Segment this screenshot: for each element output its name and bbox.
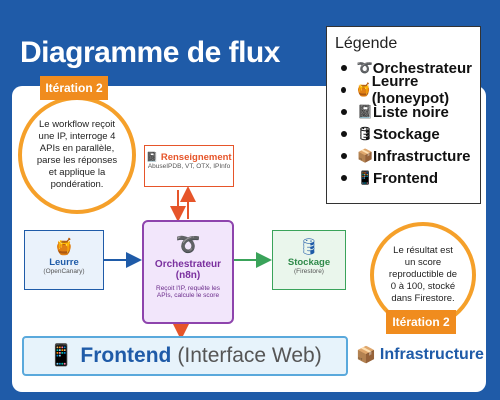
loop-icon: ➰ [356,60,373,75]
database-icon: 🛢 [357,126,374,141]
node-stockage-sub: (Firestore) [294,268,324,275]
legend: Légende ➰ Orchestrateur 🍯 Leurre (honeyp… [326,26,481,204]
legend-label: Frontend [373,169,438,187]
legend-label: Leurre (honeypot) [371,73,450,107]
bullet-icon [341,175,347,181]
iteration-badge-right: Itération 2 [386,310,456,334]
node-stockage-label: Stockage [287,257,331,268]
node-stockage: 🛢 Stockage (Firestore) [272,230,346,290]
node-renseignement-label: Renseignement [160,152,232,163]
bullet-icon [341,131,347,137]
note-circle-left: Le workflow reçoit une IP, interroge 4 A… [18,96,136,214]
legend-label: Stockage [373,125,440,143]
legend-item-leurre: 🍯 Leurre (honeypot) [335,73,472,107]
notebook-icon: 📓 [357,104,374,119]
bullet-icon [341,65,347,71]
database-icon: 🛢 [298,239,320,256]
note-left-text: Le workflow reçoit une IP, interroge 4 A… [36,119,118,190]
frontend-label: Frontend [80,344,172,367]
infrastructure-label: Infrastructure [379,346,484,363]
legend-item-orchestrateur: ➰ Orchestrateur [335,57,472,79]
legend-item-frontend: 📱 Frontend [335,167,472,189]
node-renseignement: 📓 Renseignement AbuseIPDB, VT, OTX, IPIn… [144,145,234,187]
mobile-phone-icon: 📱 [357,170,374,185]
node-renseignement-sub: AbuseIPDB, VT, OTX, IPInfo [147,163,231,170]
package-icon: 📦 [357,148,374,163]
legend-item-infrastructure: 📦 Infrastructure [335,145,472,167]
legend-item-liste-noire: 📓 Liste noire [335,101,472,123]
legend-label: Orchestrateur [372,59,472,77]
notebook-icon: 📓 [146,152,159,163]
iteration-badge-left: Itération 2 [40,76,108,100]
node-leurre-label: Leurre [49,257,79,268]
node-orchestrateur-sub: Reçoit l'IP, requête les APIs, calcule l… [156,285,220,299]
node-orchestrateur: ➰ Orchestrateur (n8n) Reçoit l'IP, requê… [142,220,234,324]
legend-label: Infrastructure [373,147,471,165]
loop-icon: ➰ [175,234,201,256]
package-icon: 📦 [356,347,376,364]
note-right-text: Le résultat est un score reproductible d… [388,245,458,304]
diagram-title: Diagramme de flux [20,36,280,69]
honey-pot-icon: 🍯 [54,239,74,256]
bullet-icon [341,109,347,115]
node-leurre: 🍯 Leurre (OpenCanary) [24,230,104,290]
frontend-bar: 📱 Frontend (Interface Web) [22,336,348,376]
honey-pot-icon: 🍯 [355,82,372,97]
legend-title: Légende [335,35,398,52]
mobile-phone-icon: 📱 [48,344,75,367]
legend-label: Liste noire [373,103,449,121]
infrastructure-label-group: 📦 Infrastructure [356,340,486,370]
node-leurre-sub: (OpenCanary) [43,268,85,275]
legend-item-stockage: 🛢 Stockage [335,123,472,145]
bullet-icon [341,87,346,93]
node-orchestrateur-label: Orchestrateur (n8n) [154,259,222,281]
frontend-sublabel: (Interface Web) [177,344,322,367]
bullet-icon [341,153,347,159]
